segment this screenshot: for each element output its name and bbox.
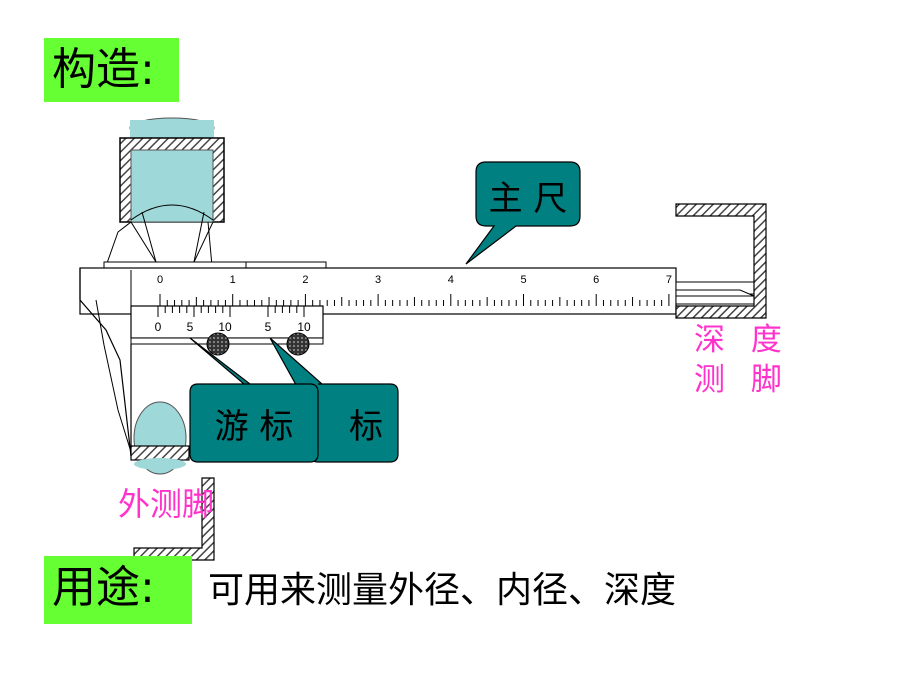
title-box: 构造: xyxy=(44,38,179,102)
outer-jaw-label: 外测脚 xyxy=(118,485,215,523)
vernier-scale-ticks: 0 5 10 5 10 xyxy=(155,306,311,334)
page-title: 构造: xyxy=(52,44,155,95)
vernier-tick-label: 5 xyxy=(187,320,194,334)
main-scale-tick-label: 1 xyxy=(230,274,236,286)
main-scale-label: 主 尺 xyxy=(489,179,568,219)
vernier-tick-label: 5 xyxy=(265,320,272,334)
main-scale-tick-label: 3 xyxy=(375,274,381,286)
main-scale-ticks: 0 1 2 3 4 5 6 7 xyxy=(157,274,672,306)
depth-gauge-block xyxy=(675,203,767,319)
main-scale-tick-label: 4 xyxy=(448,274,454,286)
vernier-front-label: 游 标 xyxy=(215,407,294,447)
main-scale-callout: 主 尺 xyxy=(465,161,581,265)
vernier-tick-label: 0 xyxy=(155,320,162,334)
usage-box: 用途: xyxy=(44,556,192,624)
inner-jaw-assembly xyxy=(105,117,225,267)
usage-label: 用途: xyxy=(52,562,155,613)
main-scale-tick-label: 7 xyxy=(666,274,672,286)
vernier-slide xyxy=(130,305,324,456)
usage-text: 可用来测量外径、内径、深度 xyxy=(208,570,677,611)
outer-jaw xyxy=(79,268,190,475)
main-scale-tick-label: 2 xyxy=(302,274,308,286)
main-scale-tick-label: 0 xyxy=(157,274,163,286)
depth-gauge-label-line2: 测 脚 xyxy=(694,362,790,398)
main-scale-tick-label: 5 xyxy=(520,274,526,286)
main-scale-tick-label: 6 xyxy=(593,274,599,286)
vernier-tick-label: 10 xyxy=(297,320,311,334)
depth-gauge-label-line1: 深 度 xyxy=(694,322,790,358)
vernier-callout-front: 游 标 xyxy=(189,337,319,463)
vernier-back-label: 标 xyxy=(349,407,383,447)
vernier-tick-label: 10 xyxy=(218,320,232,334)
